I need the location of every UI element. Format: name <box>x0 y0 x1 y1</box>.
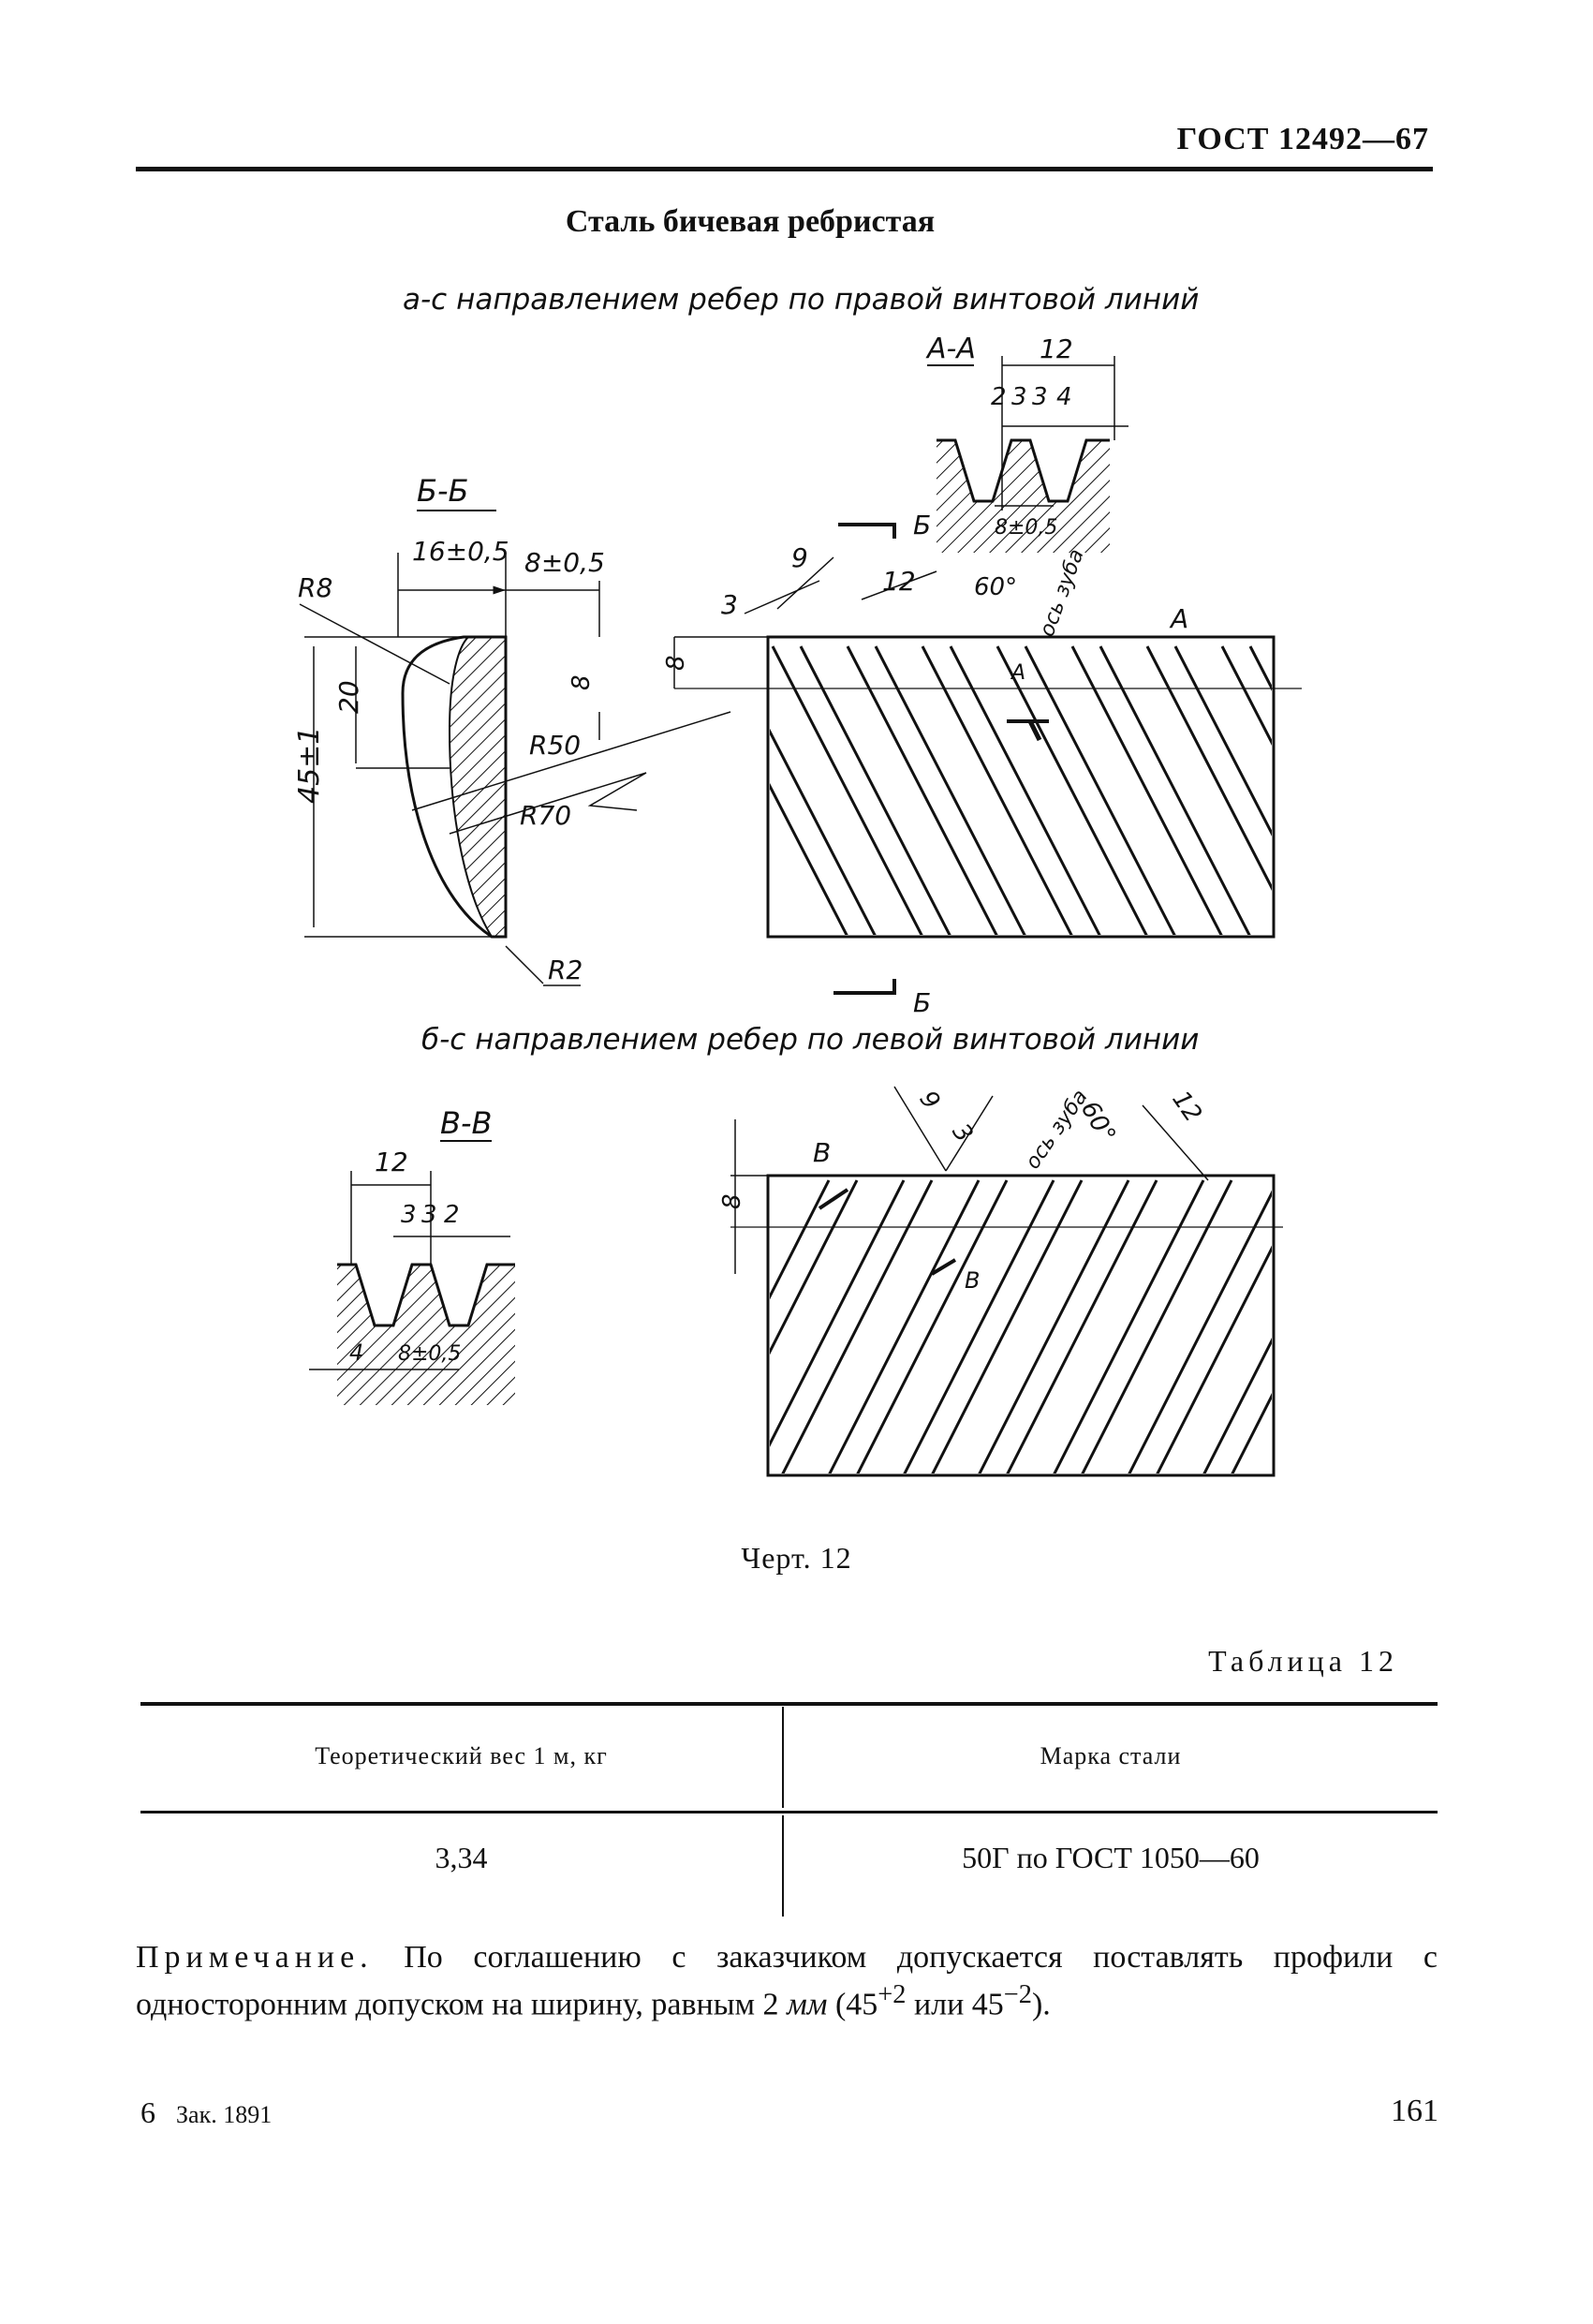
section-vv-label: В-В <box>440 1105 492 1141</box>
bar-a-angle-60: 60° <box>974 573 1017 601</box>
table-column-divider <box>782 1815 784 1917</box>
section-bb-label: Б-Б <box>417 473 468 509</box>
cut-mark-b-top: Б <box>913 510 931 540</box>
bar-a-dim-3: 3 <box>721 589 738 620</box>
bar-a-dim-9: 9 <box>791 542 808 573</box>
table-column-divider <box>782 1707 784 1808</box>
section-aa-profile <box>937 356 1128 553</box>
bar-a-dim-8: 8 <box>662 655 690 671</box>
header-rule <box>136 167 1433 171</box>
bar-b-letter-v2: В <box>965 1267 980 1294</box>
note-text: По соглашению с заказчиком допускается п… <box>136 1940 1438 2022</box>
bar-left-helix <box>730 1174 1283 1477</box>
footer-left: 6 Зак. 1891 <box>140 2095 272 2130</box>
figure-caption: Черт. 12 <box>741 1541 852 1575</box>
aa-dim-3b: 3 <box>1032 383 1048 411</box>
subtitle-left-helix: б-с направлением ребер по левой винтовой… <box>421 1023 1200 1057</box>
bar-a-letter-a: А <box>1169 603 1188 634</box>
footer-sheet-number: 6 <box>140 2095 155 2129</box>
subtitle-right-helix: а-с направлением ребер по правой винтово… <box>403 283 1200 317</box>
bb-dim-45: 45±1 <box>293 727 326 804</box>
bar-b-dim-9: 9 <box>913 1086 945 1115</box>
bb-r8: R8 <box>298 572 332 603</box>
aa-dim-8: 8±0,5 <box>995 516 1057 540</box>
table-header-weight: Теоретический вес 1 м, кг <box>315 1742 608 1769</box>
aa-dim-4: 4 <box>1056 383 1072 411</box>
vv-dim-12: 12 <box>375 1147 408 1177</box>
bb-dim-20: 20 <box>333 680 364 714</box>
vv-dim-4: 4 <box>349 1340 363 1366</box>
cut-mark-b-bottom: Б <box>913 987 931 1018</box>
table-cell-steel-grade: 50Г по ГОСТ 1050—60 <box>962 1841 1260 1874</box>
bar-a-letter-a2: А <box>1010 661 1025 685</box>
table-header-rule <box>140 1811 1438 1813</box>
bb-dim-16: 16±0,5 <box>412 536 509 567</box>
bar-b-letter-v: В <box>813 1137 831 1168</box>
vv-dim-3b: 3 <box>421 1201 437 1229</box>
footer-order: Зак. 1891 <box>176 2101 273 2128</box>
note-unit: мм <box>787 1987 828 2022</box>
bar-b-dim-3: 3 <box>946 1118 978 1147</box>
table-header-steel-grade: Марка стали <box>1040 1742 1182 1769</box>
bar-b-dim-12: 12 <box>1166 1086 1207 1127</box>
bar-b-dim-8: 8 <box>718 1193 746 1209</box>
vv-dim-8: 8±0,5 <box>398 1342 461 1366</box>
page-title: Сталь бичевая ребристая <box>565 204 936 239</box>
bb-r70: R70 <box>520 800 571 831</box>
vv-dim-2: 2 <box>444 1201 460 1229</box>
bb-dim-8b: 8 <box>568 674 596 690</box>
bb-r50: R50 <box>529 730 581 761</box>
section-aa-label: А-А <box>925 333 976 365</box>
vv-dim-3a: 3 <box>401 1201 417 1229</box>
page-number: 161 <box>1391 2094 1438 2128</box>
aa-dim-3a: 3 <box>1011 383 1027 411</box>
bar-a-axis: ось зуба <box>1036 546 1089 640</box>
technical-drawing: А-А 12 2 3 3 4 8±0,5 Б-Б 16±0,5 8±0,5 45… <box>293 333 1302 1477</box>
bar-b-axis: ось зуба <box>1021 1086 1092 1174</box>
table-top-rule <box>140 1702 1438 1706</box>
bar-right-helix <box>674 635 1302 939</box>
section-vv-profile <box>337 1263 515 1405</box>
table-cell-weight: 3,34 <box>435 1841 488 1874</box>
document-code: ГОСТ 12492—67 <box>1176 122 1429 156</box>
bb-r2: R2 <box>548 955 583 985</box>
section-bb-profile <box>401 635 508 939</box>
note-label: Примечание. <box>136 1940 374 1975</box>
aa-dim-12: 12 <box>1040 333 1073 364</box>
note-paragraph: Примечание. По соглашению с заказчиком д… <box>136 1940 1438 2022</box>
aa-dim-2: 2 <box>991 383 1007 411</box>
table-caption: Таблица 12 <box>1208 1644 1398 1678</box>
bb-dim-8a: 8±0,5 <box>524 547 605 578</box>
